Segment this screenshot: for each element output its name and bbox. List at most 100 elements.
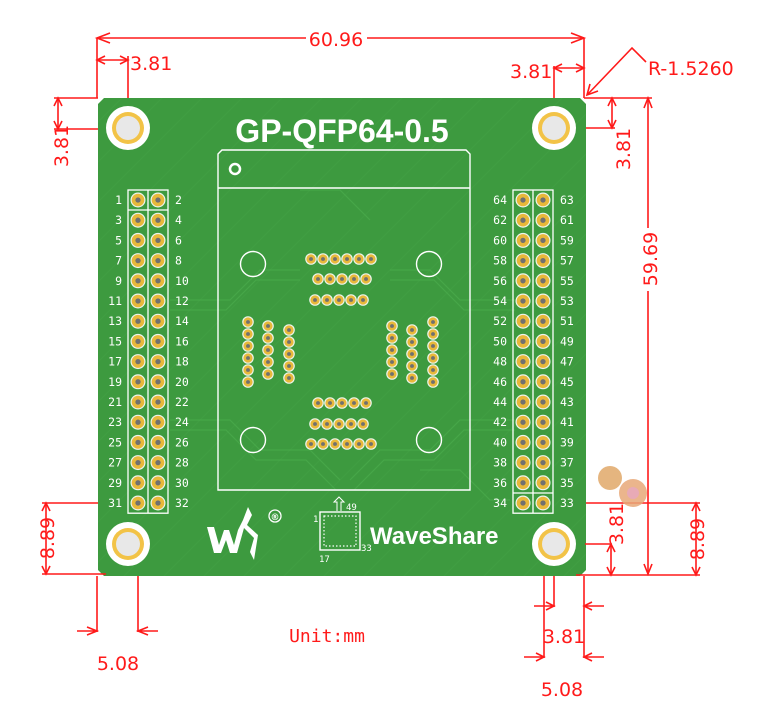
pad-drill <box>135 439 141 446</box>
pin-label: 35 <box>560 476 574 490</box>
pad <box>283 324 295 336</box>
pin-label: 36 <box>493 476 507 490</box>
pad <box>333 294 345 306</box>
pad <box>130 414 146 430</box>
pin-label: 23 <box>108 415 122 429</box>
pad-drill <box>155 480 161 486</box>
pad <box>242 364 254 376</box>
mounting-hole <box>532 106 576 150</box>
pin-label: 4 <box>175 213 182 227</box>
pad-drill <box>328 277 332 281</box>
pin-label: 5 <box>115 233 122 247</box>
pin-label: 41 <box>560 415 574 429</box>
pin-label: 54 <box>493 294 507 308</box>
pad <box>312 273 324 285</box>
pad-drill <box>540 500 546 506</box>
pad <box>130 313 146 329</box>
pad <box>150 434 166 450</box>
pad-drill <box>520 257 526 264</box>
pad-drill <box>410 340 414 344</box>
alignment-hole <box>239 250 267 278</box>
pad <box>317 438 329 450</box>
pad-drill <box>369 442 373 446</box>
dimension-lines <box>41 32 701 662</box>
pad-drill <box>390 324 394 328</box>
pad-drill <box>340 277 344 281</box>
pad-drill <box>246 344 250 348</box>
pin-label: 43 <box>560 395 574 409</box>
pad-drill <box>333 257 337 261</box>
pad-drill <box>155 278 161 284</box>
pad-drill <box>540 358 546 365</box>
pad-drill <box>520 459 526 466</box>
pad <box>130 374 146 390</box>
pad <box>386 332 398 344</box>
pad <box>150 455 166 471</box>
pad-drill <box>155 298 161 304</box>
pin-label: 29 <box>108 476 122 490</box>
pad-drill <box>135 358 141 365</box>
pad-drill <box>321 257 325 261</box>
pad-drill <box>431 320 435 324</box>
pad-drill <box>520 379 526 385</box>
pad <box>321 294 333 306</box>
pin-label: 44 <box>493 395 507 409</box>
pad <box>305 438 317 450</box>
pin-label: 40 <box>493 435 507 449</box>
pad-drill <box>345 257 349 261</box>
pad-drill <box>309 442 313 446</box>
pad <box>283 348 295 360</box>
pad-drill <box>266 348 270 352</box>
pad <box>515 313 531 329</box>
pad-drill <box>337 422 341 426</box>
pin-label: 52 <box>493 314 507 328</box>
pin-label: 53 <box>560 294 574 308</box>
artifact-blob <box>627 487 639 499</box>
pad-drill <box>390 360 394 364</box>
pad <box>283 360 295 372</box>
pin-label: 9 <box>115 274 122 288</box>
pad-drill <box>357 257 361 261</box>
pad-drill <box>410 328 414 332</box>
pad <box>535 192 551 208</box>
pad <box>262 368 274 380</box>
qfp-pads <box>242 253 439 450</box>
pad-drill <box>155 439 161 446</box>
pin-label: 45 <box>560 375 574 389</box>
pad <box>360 273 372 285</box>
pin-label: 10 <box>175 274 189 288</box>
pad <box>515 495 531 511</box>
pin-label: 11 <box>108 294 122 308</box>
pad-drill <box>309 257 313 261</box>
pin-label: 38 <box>493 456 507 470</box>
pad <box>283 372 295 384</box>
pad <box>535 273 551 289</box>
dim-bottom-left-header-x: 5.08 <box>97 653 139 675</box>
pad <box>262 344 274 356</box>
pad <box>329 253 341 265</box>
pin-label: 6 <box>175 233 182 247</box>
pad-drill <box>325 298 329 302</box>
pad <box>357 418 369 430</box>
pin-label: 31 <box>108 496 122 510</box>
pad-drill <box>410 352 414 356</box>
pin-label: 62 <box>493 213 507 227</box>
pad <box>324 273 336 285</box>
pad <box>341 438 353 450</box>
pad <box>130 434 146 450</box>
pin-label: 21 <box>108 395 122 409</box>
hole-drill <box>542 116 566 140</box>
dim-top-left-hole-y: 3.81 <box>51 125 73 167</box>
pad <box>386 368 398 380</box>
pad <box>427 352 439 364</box>
pad-drill <box>135 257 141 264</box>
pad <box>324 397 336 409</box>
pad <box>150 293 166 309</box>
pin-label: 7 <box>115 254 122 268</box>
pad <box>406 372 418 384</box>
pad-drill <box>520 399 526 405</box>
pad-drill <box>287 328 291 332</box>
pin-label: 39 <box>560 435 574 449</box>
pin-label: 60 <box>493 233 507 247</box>
pad <box>130 495 146 511</box>
